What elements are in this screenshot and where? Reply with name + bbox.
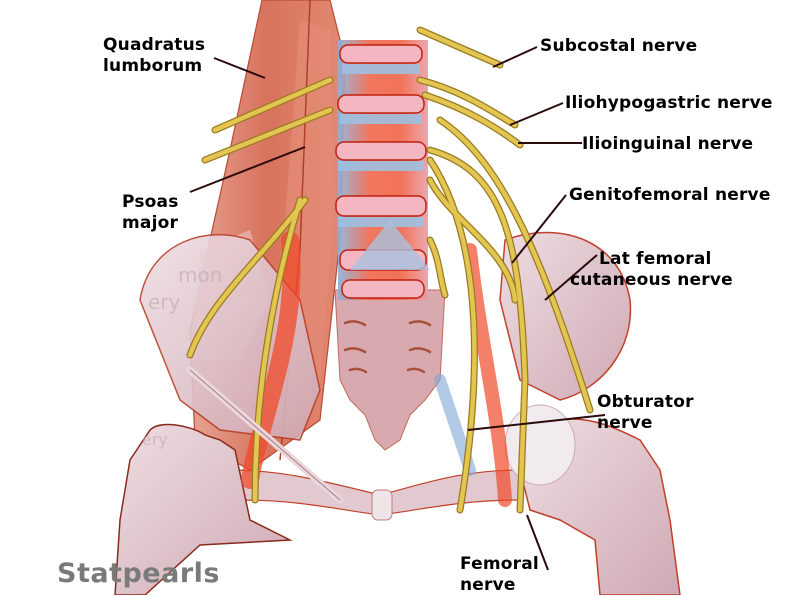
label-iliohypogastric-nerve: Iliohypogastric nerve — [565, 93, 773, 113]
label-lat-femoral-cutaneous-nerve: Lat femoral cutaneous nerve — [570, 249, 733, 290]
ghost-text: ery — [142, 430, 168, 449]
label-femoral-nerve: Femoral nerve — [460, 554, 539, 595]
statpearls-watermark: Statpearls — [57, 558, 220, 589]
lumbar-spine — [335, 40, 430, 300]
leader-lines — [189, 46, 606, 571]
ghost-text: ery — [148, 290, 181, 314]
label-psoas-major: Psoas major — [122, 192, 179, 233]
label-subcostal-nerve: Subcostal nerve — [540, 36, 698, 56]
label-ilioinguinal-nerve: Ilioinguinal nerve — [582, 134, 754, 154]
label-quadratus-lumborum: Quadratus lumborum — [103, 35, 206, 76]
label-genitofemoral-nerve: Genitofemoral nerve — [569, 185, 771, 205]
ghost-text: mon — [178, 263, 223, 287]
label-obturator-nerve: Obturator nerve — [597, 392, 694, 433]
nerves — [186, 26, 594, 514]
